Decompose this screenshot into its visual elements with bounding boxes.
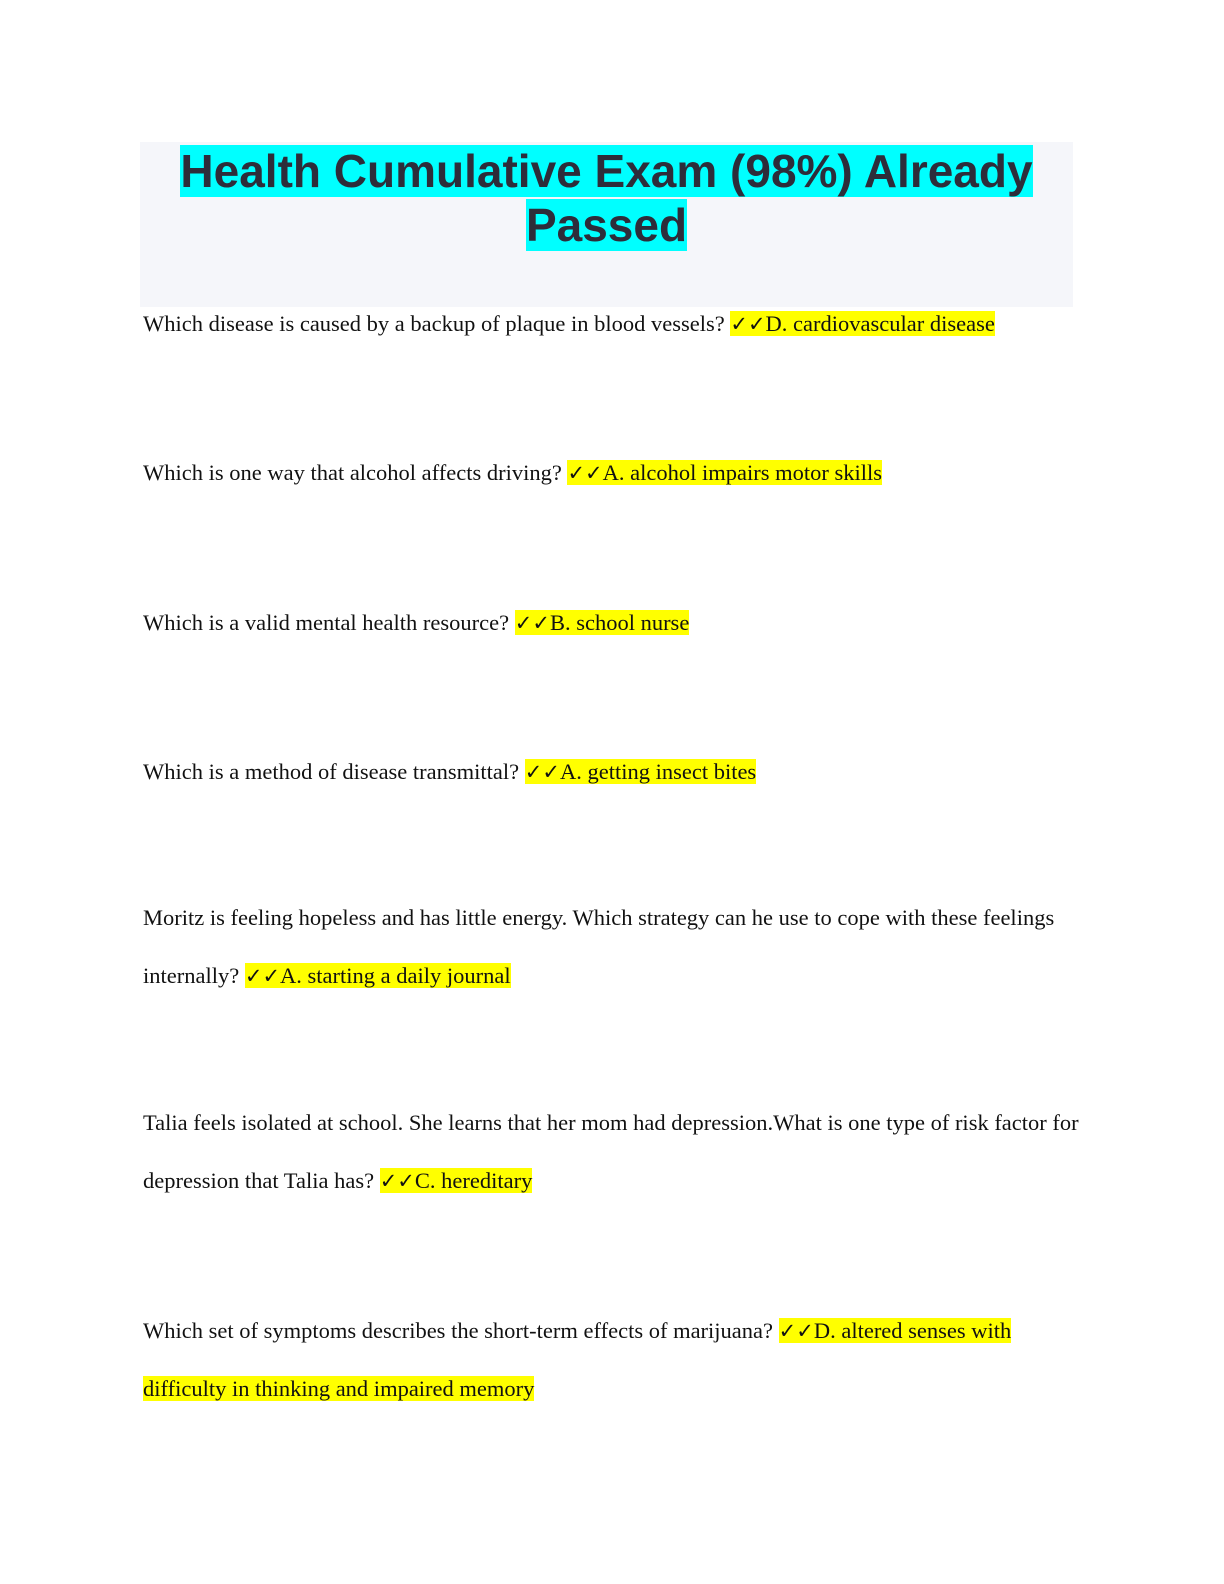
answer-highlight: ✓✓A. alcohol impairs motor skills xyxy=(567,460,883,485)
question-text: Which is a valid mental health resource? xyxy=(143,610,510,635)
question-text: Which is one way that alcohol affects dr… xyxy=(143,460,562,485)
qa-item-4: Which is a method of disease transmittal… xyxy=(143,743,1083,801)
document-title: Health Cumulative Exam (98%) Already Pas… xyxy=(140,142,1073,252)
question-text: Which is a method of disease transmittal… xyxy=(143,759,520,784)
title-box: Health Cumulative Exam (98%) Already Pas… xyxy=(140,142,1073,307)
double-check-icon: ✓✓ xyxy=(778,1319,814,1343)
answer-text: A. getting insect bites xyxy=(559,759,757,784)
title-text: Health Cumulative Exam (98%) Already Pas… xyxy=(180,145,1033,251)
answer-highlight: ✓✓A. starting a daily journal xyxy=(244,963,511,988)
double-check-icon: ✓✓ xyxy=(730,312,766,336)
answer-text: B. school nurse xyxy=(549,610,690,635)
qa-item-6: Talia feels isolated at school. She lear… xyxy=(143,1094,1083,1210)
qa-item-7: Which set of symptoms describes the shor… xyxy=(143,1302,1083,1418)
question-text: Which disease is caused by a backup of p… xyxy=(143,311,725,336)
question-text: Moritz is feeling hopeless and has littl… xyxy=(143,905,1055,988)
answer-highlight: ✓✓D. cardiovascular disease xyxy=(730,311,995,336)
double-check-icon: ✓✓ xyxy=(514,611,550,635)
double-check-icon: ✓✓ xyxy=(524,760,560,784)
qa-item-1: Which disease is caused by a backup of p… xyxy=(143,295,1083,353)
answer-text: A. alcohol impairs motor skills xyxy=(602,460,883,485)
qa-item-2: Which is one way that alcohol affects dr… xyxy=(143,444,1083,502)
double-check-icon: ✓✓ xyxy=(244,964,281,988)
double-check-icon: ✓✓ xyxy=(567,461,603,485)
double-check-icon: ✓✓ xyxy=(379,1169,415,1193)
answer-highlight: ✓✓B. school nurse xyxy=(514,610,690,635)
answer-highlight: ✓✓A. getting insect bites xyxy=(524,759,757,784)
answer-text: D. cardiovascular disease xyxy=(765,311,995,336)
answer-text: A. starting a daily journal xyxy=(280,963,511,988)
qa-item-5: Moritz is feeling hopeless and has littl… xyxy=(143,889,1083,1005)
answer-text: C. hereditary xyxy=(414,1168,533,1193)
answer-text: D. altered senses with difficulty in thi… xyxy=(143,1318,1012,1401)
qa-item-3: Which is a valid mental health resource?… xyxy=(143,594,1083,652)
question-text: Which set of symptoms describes the shor… xyxy=(143,1318,774,1343)
answer-highlight: ✓✓C. hereditary xyxy=(379,1168,533,1193)
question-text: Talia feels isolated at school. She lear… xyxy=(143,1110,1079,1193)
